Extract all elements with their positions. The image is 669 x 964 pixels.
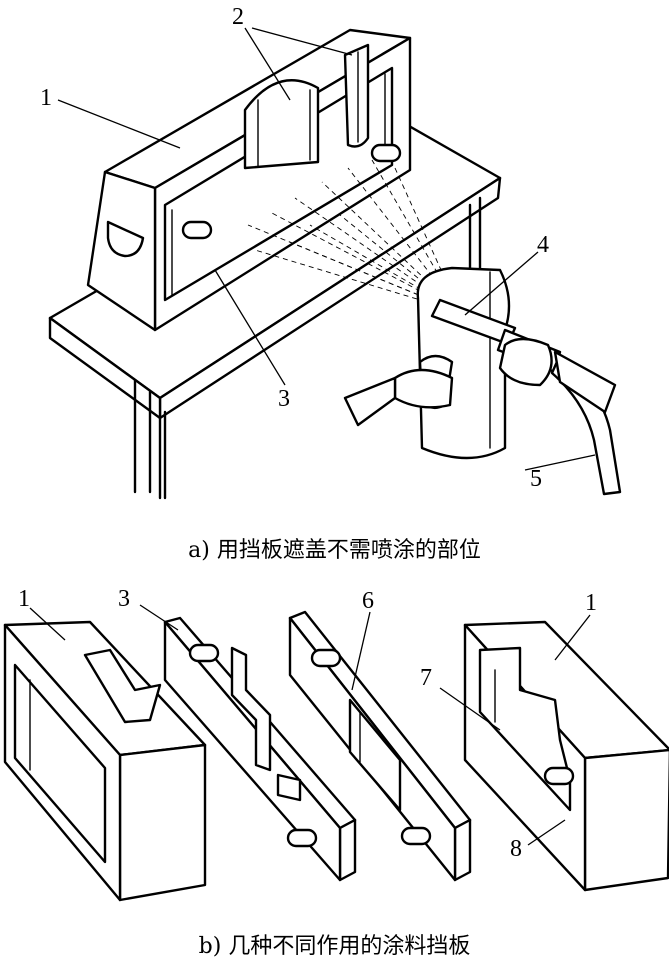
label-a-3: 3 <box>278 386 290 412</box>
mask-part-1-right <box>463 620 669 892</box>
label-b-1-left: 1 <box>18 586 30 612</box>
label-b-3: 3 <box>118 586 130 612</box>
mask-part-6 <box>288 610 472 882</box>
table <box>48 116 502 500</box>
label-b-7: 7 <box>420 665 432 691</box>
mask-part-3 <box>163 616 357 882</box>
label-a-2: 2 <box>232 4 244 30</box>
label-a-4: 4 <box>537 232 549 258</box>
label-a-5: 5 <box>530 466 542 492</box>
fixture-housing <box>86 28 412 332</box>
label-b-6: 6 <box>362 588 374 614</box>
caption-b: b) 几种不同作用的涂料挡板 <box>198 934 471 959</box>
spray-gun <box>343 266 622 496</box>
label-a-1: 1 <box>40 85 52 111</box>
figure-a-illustration: 1 2 3 4 5 <box>40 4 622 500</box>
label-b-8: 8 <box>510 836 522 862</box>
figure-b-illustration: 1 3 6 1 7 8 <box>3 586 669 902</box>
caption-a: a) 用挡板遮盖不需喷涂的部位 <box>188 538 481 563</box>
mask-part-1-left <box>3 620 207 902</box>
label-b-1-right: 1 <box>585 590 597 616</box>
leader-lines-b <box>29 604 591 846</box>
leader-lines-a <box>57 27 596 471</box>
